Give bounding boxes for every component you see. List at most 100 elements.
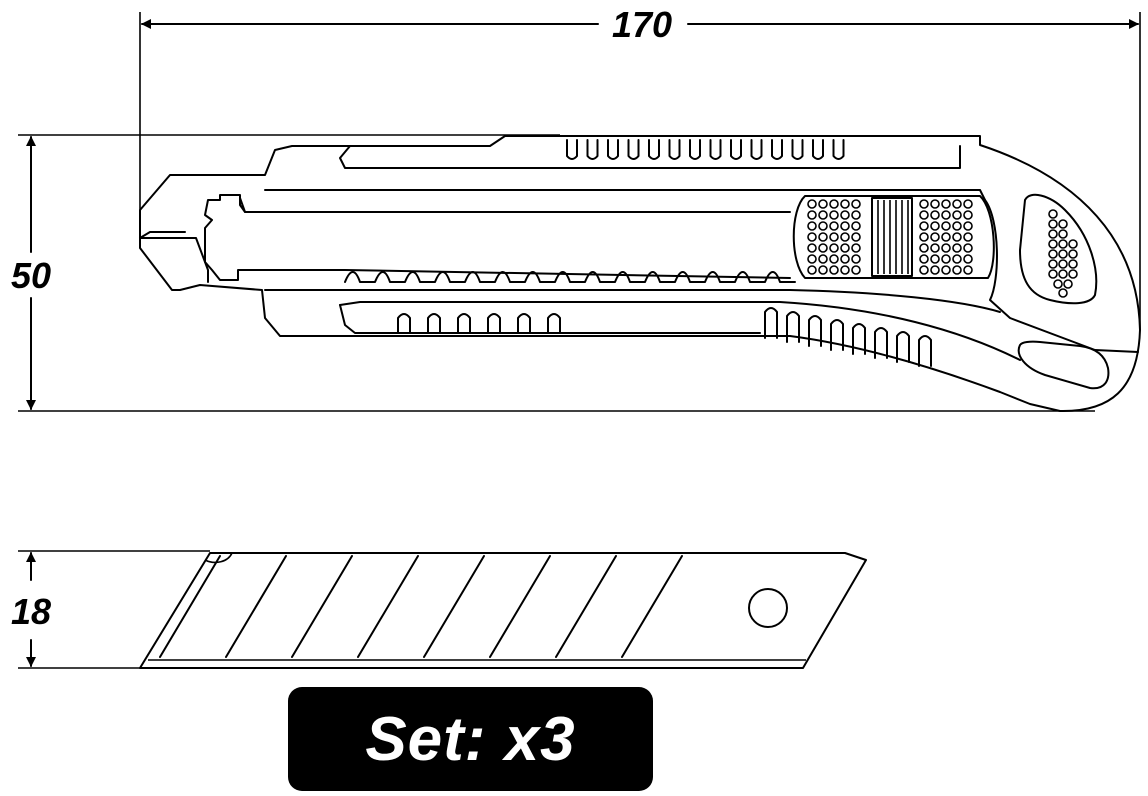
blade-track [204,194,791,281]
lower-rib [517,313,531,334]
slider-dot [963,232,973,242]
lower-rib [397,313,411,334]
window-dot [1053,279,1063,289]
blade-score-line [489,555,551,658]
slider-dot [919,243,929,253]
slider-dots [807,199,973,275]
lower-rib [457,313,471,334]
slider-dot [818,243,828,253]
blade-score-line [621,555,683,658]
window-dot [1063,279,1073,289]
blade-notch [204,552,233,564]
blade-score-line [159,555,221,658]
slider-dot [919,232,929,242]
slider-dot [840,254,850,264]
lower-rib-rear [874,327,888,359]
slider-center-grip [871,197,913,277]
slider-dot [930,243,940,253]
slider-dot [930,265,940,275]
slider-button[interactable] [792,195,1078,298]
blade-score-line [225,555,287,658]
blade-score-lines [159,555,683,658]
top-rib [566,139,578,160]
slider-dot [963,265,973,275]
set-quantity-label: Set: x3 [365,704,576,774]
slider-dot [930,254,940,264]
lanyard-slot [1017,340,1110,390]
blade-score-line [357,555,419,658]
blade-score-line [555,555,617,658]
slider-dot [941,210,951,220]
lower-rib [547,313,561,334]
slider-dot [851,254,861,264]
slider-dot [851,199,861,209]
height-dimension: 50 [11,134,1095,412]
window-dot [1048,269,1058,279]
window-dot [1058,269,1068,279]
top-rib [627,139,640,160]
window-dot [1048,219,1058,229]
inner-rail-upper [239,189,986,213]
rear-grip-window [1019,193,1098,305]
slider-dot [941,265,951,275]
slider-dot [818,210,828,220]
lower-rib-rear [896,331,910,363]
height-label: 50 [11,255,51,296]
slider-dot [829,221,839,231]
top-rib [689,139,701,160]
slider-dot [807,243,817,253]
window-dot [1048,229,1058,239]
window-dot [1048,239,1058,249]
slider-dot [941,199,951,209]
slider-dot [963,199,973,209]
top-rib [791,139,804,160]
slider-dot [829,210,839,220]
slider-dot [941,221,951,231]
window-dot [1068,269,1078,279]
inner-rail-lower [264,289,1021,361]
slider-dot [941,232,951,242]
slider-dot [941,243,951,253]
slider-dot [851,221,861,231]
slider-dot [829,199,839,209]
slider-dot [807,199,817,209]
lower-rib-rear [852,323,866,355]
lower-grip-recess [339,304,761,334]
window-dot [1048,209,1058,219]
blade-outline [139,552,867,669]
slider-dot [807,221,817,231]
slider-dot [851,232,861,242]
slider-dot [840,199,850,209]
slider-dot [919,254,929,264]
top-rib [607,139,619,160]
slider-dot [818,221,828,231]
track-tooth-row [344,271,796,283]
top-rib [771,139,783,160]
slider-dot [952,265,962,275]
slider-dot [952,232,962,242]
slider-dot [829,254,839,264]
slider-dot [807,254,817,264]
top-rib [586,139,599,160]
window-dot [1068,259,1078,269]
slider-ribs [877,200,909,274]
lower-rib-rear [808,315,822,347]
slider-dot [807,232,817,242]
lower-rib-rear [830,319,844,351]
window-dot [1058,219,1068,229]
blade-width-label: 18 [11,591,51,632]
slider-dot [829,232,839,242]
slider-dot [829,243,839,253]
window-dot [1058,239,1068,249]
top-rib [812,139,824,160]
slider-dot [818,199,828,209]
slider-dot [840,265,850,275]
window-dot [1048,259,1058,269]
lower-rib-rear [918,335,932,367]
lower-rib [487,313,501,334]
slider-button-outline [792,195,995,279]
slider-dot [851,210,861,220]
slider-dot [851,265,861,275]
slider-dot [829,265,839,275]
